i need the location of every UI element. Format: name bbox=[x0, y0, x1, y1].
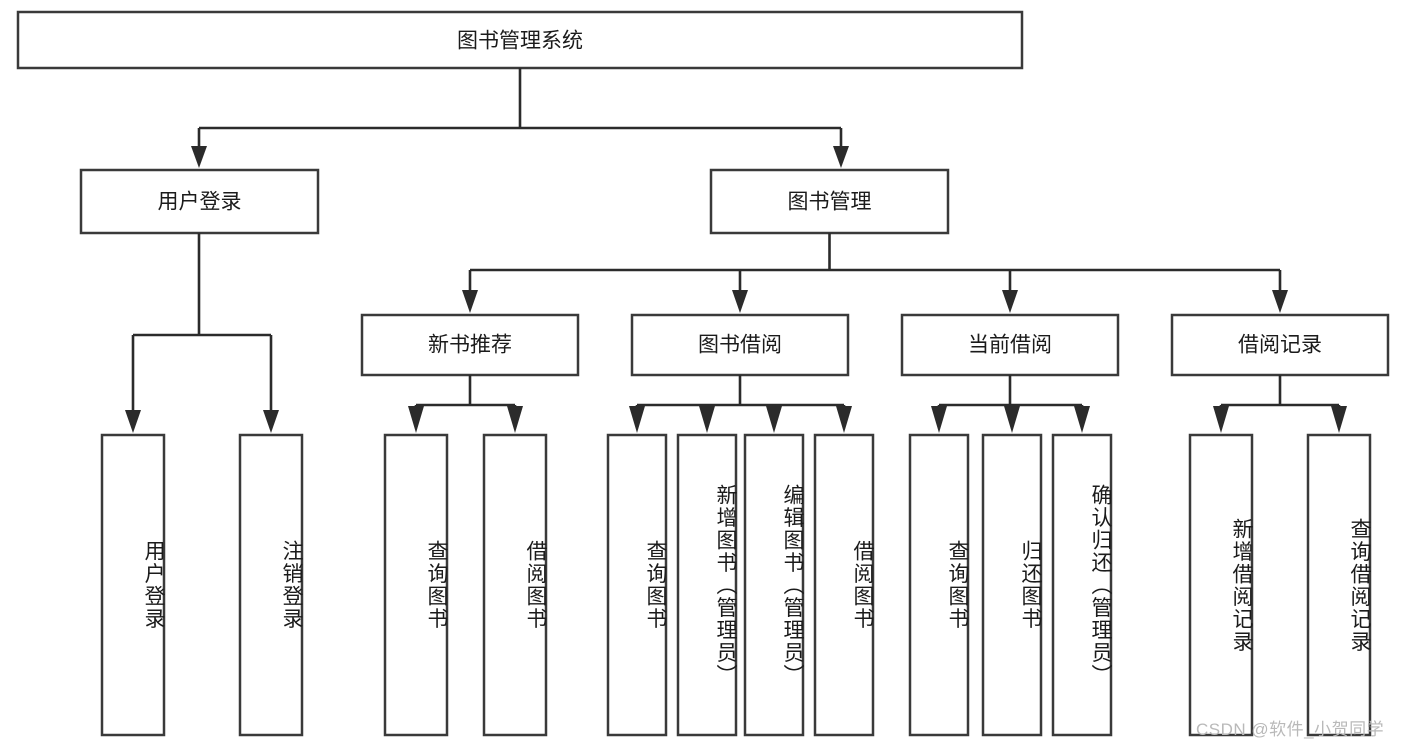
borrow-record-label: 借阅记录 bbox=[1238, 334, 1322, 357]
connector-newbook-to-leaves bbox=[408, 375, 523, 433]
connector-root-to-level2 bbox=[191, 68, 849, 168]
leaf-borrow-book-2-box[interactable] bbox=[813, 433, 875, 737]
connector-userlogin-to-leaves bbox=[125, 233, 279, 433]
new-book-recommend-box bbox=[360, 313, 580, 377]
leaf-add-book-box[interactable] bbox=[676, 433, 738, 737]
leaf-query-book-3-box[interactable] bbox=[908, 433, 970, 737]
root-label: 图书管理系统 bbox=[457, 30, 583, 53]
current-borrow-label: 当前借阅 bbox=[968, 334, 1052, 357]
node-new-book-recommend[interactable]: 新书推荐 bbox=[360, 313, 580, 377]
leaf-boxes bbox=[100, 433, 1372, 737]
leaf-user-login-box[interactable] bbox=[100, 433, 166, 737]
user-login-label: 用户登录 bbox=[158, 191, 242, 214]
leaf-query-book-2-box[interactable] bbox=[606, 433, 668, 737]
node-book-borrow[interactable]: 图书借阅 bbox=[630, 313, 850, 377]
current-borrow-box bbox=[900, 313, 1120, 377]
csdn-watermark: CSDN @软件_小贺同学 bbox=[1196, 720, 1385, 739]
node-book-manage[interactable]: 图书管理 bbox=[709, 168, 950, 235]
user-login-box bbox=[79, 168, 320, 235]
leaf-query-record-box[interactable] bbox=[1306, 433, 1372, 737]
node-user-login[interactable]: 用户登录 bbox=[79, 168, 320, 235]
new-book-recommend-label: 新书推荐 bbox=[428, 334, 512, 357]
leaf-confirm-return-box[interactable] bbox=[1051, 433, 1113, 737]
node-root[interactable]: 图书管理系统 bbox=[16, 10, 1024, 70]
connector-currentborrow-to-leaves bbox=[931, 375, 1090, 433]
leaf-add-record-box[interactable] bbox=[1188, 433, 1254, 737]
leaf-return-book-box[interactable] bbox=[981, 433, 1043, 737]
node-current-borrow[interactable]: 当前借阅 bbox=[900, 313, 1120, 377]
book-manage-label: 图书管理 bbox=[788, 191, 872, 214]
leaf-borrow-book-1-box[interactable] bbox=[482, 433, 548, 737]
connector-bookmanage-to-level3 bbox=[462, 233, 1288, 313]
leaf-logout-box[interactable] bbox=[238, 433, 304, 737]
connector-bookborrow-to-leaves bbox=[629, 375, 852, 433]
leaf-query-book-1-box[interactable] bbox=[383, 433, 449, 737]
book-borrow-label: 图书借阅 bbox=[698, 334, 782, 357]
root-box bbox=[16, 10, 1024, 70]
node-borrow-record[interactable]: 借阅记录 bbox=[1170, 313, 1390, 377]
connector-borrowrecord-to-leaves bbox=[1213, 375, 1347, 433]
leaf-edit-book-box[interactable] bbox=[743, 433, 805, 737]
